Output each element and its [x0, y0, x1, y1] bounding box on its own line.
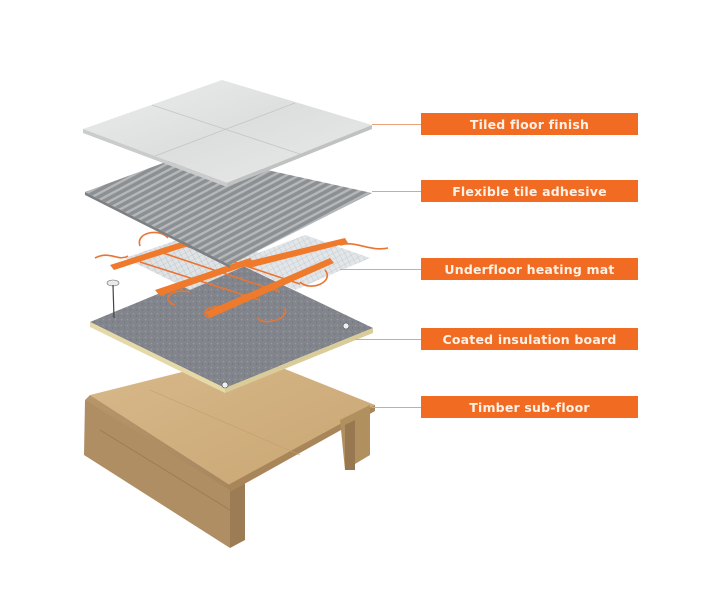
screw-icon [342, 322, 350, 330]
leader-line-subfloor [372, 407, 421, 408]
insulation-board-layer [90, 262, 373, 393]
label-timber-sub-floor: Timber sub-floor [421, 396, 638, 418]
label-flexible-tile-adhesive: Flexible tile adhesive [421, 180, 638, 202]
leader-line-heating-mat [340, 269, 421, 270]
fixing-screw [106, 279, 120, 319]
leader-line-adhesive [372, 191, 421, 192]
timber-subfloor-layer [84, 355, 375, 548]
screw-icon [221, 381, 229, 389]
leader-line-tiles [372, 124, 421, 125]
label-underfloor-heating-mat: Underfloor heating mat [421, 258, 638, 280]
leader-line-insulation [355, 339, 421, 340]
tiled-floor-layer [83, 80, 372, 187]
heating-mat-layer [94, 231, 389, 323]
label-coated-insulation-board: Coated insulation board [421, 328, 638, 350]
label-tiled-floor-finish: Tiled floor finish [421, 113, 638, 135]
tile-adhesive-layer [85, 153, 372, 268]
